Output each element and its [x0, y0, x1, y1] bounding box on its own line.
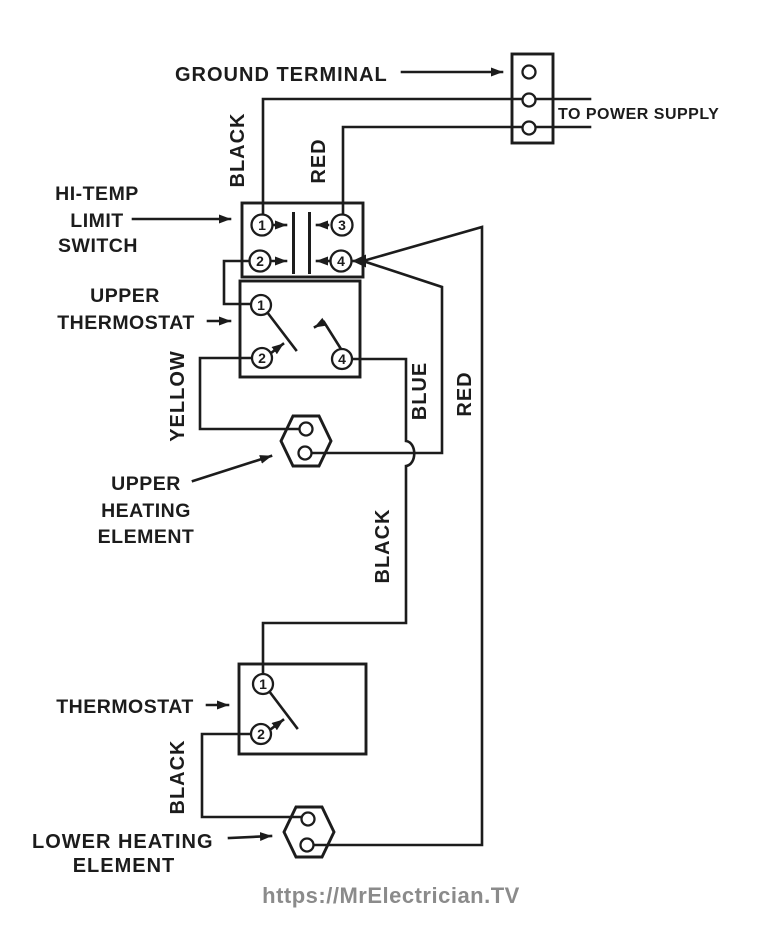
- lower-thermostat-contact-arrow-2: [269, 718, 285, 731]
- wire-label-black-lower: BLACK: [167, 740, 189, 815]
- hi-temp-limit-switch: 1 3 2 4: [240, 201, 365, 279]
- wire-label-black-supply: BLACK: [227, 113, 249, 188]
- upper-thermostat-terminal-1: [249, 293, 273, 317]
- wire-label-red-right: RED: [454, 371, 476, 416]
- lower-heating-label-line2: ELEMENT: [73, 855, 176, 877]
- upper-thermostat-terminal-1-number: 1: [257, 297, 265, 313]
- wire-label-blue: BLUE: [409, 362, 431, 420]
- upper-thermostat-terminal-2: [250, 346, 274, 370]
- wire-label-yellow: YELLOW: [167, 350, 189, 442]
- lower-heating-label-arrow: [227, 832, 273, 842]
- lower-heating-element: [282, 805, 336, 859]
- wire-label-red-supply: RED: [308, 138, 330, 183]
- upper-heating-label-line2: HEATING: [101, 500, 191, 522]
- upper-thermostat-switch-arm: [265, 310, 298, 352]
- limit-switch-terminal-4: [329, 249, 353, 273]
- wire-black-middle: [261, 357, 416, 677]
- upper-thermostat-terminal-2-number: 2: [258, 350, 266, 366]
- limit-switch-terminal-2: [248, 249, 272, 273]
- to-power-supply-label: TO POWER SUPPLY: [558, 106, 719, 123]
- limit-switch-terminal-1-number: 1: [258, 217, 266, 233]
- wires: [198, 97, 592, 847]
- ground-terminal-label: GROUND TERMINAL: [175, 64, 388, 86]
- upper-heating-element: [279, 414, 333, 468]
- ground-terminal-screw: [521, 64, 537, 80]
- lower-thermostat-outline: [237, 662, 368, 756]
- wire-black-lower: [200, 732, 304, 819]
- wire-red-supply: [341, 125, 592, 219]
- upper-heating-element-body: [279, 414, 333, 468]
- upper-heating-element-terminal-bottom: [297, 445, 313, 461]
- lower-thermostat-terminal-2-number: 2: [257, 726, 265, 742]
- watermark: https://MrElectrician.TV: [262, 883, 520, 908]
- lower-heating-element-terminal-bottom: [299, 837, 315, 853]
- wire-label-black-middle: BLACK: [372, 509, 394, 584]
- wire-jumper-limit2-thermostat1: [222, 259, 254, 306]
- power-terminal-black: [521, 92, 537, 108]
- lower-thermostat-terminal-2: [249, 722, 273, 746]
- hi-temp-label-line3: SWITCH: [58, 235, 138, 257]
- upper-thermostat-terminal-4: [330, 347, 354, 371]
- upper-heating-label-arrow: [191, 454, 273, 483]
- upper-heating-label-line3: ELEMENT: [98, 526, 195, 548]
- power-terminal-block: [510, 52, 555, 145]
- upper-heating-label-line1: UPPER: [111, 473, 181, 495]
- label-arrows: [131, 67, 504, 842]
- lower-heating-element-body: [282, 805, 336, 859]
- upper-thermostat-label-line1: UPPER: [90, 285, 160, 307]
- upper-thermostat-terminal-4-number: 4: [338, 351, 346, 367]
- hi-temp-label-line2: LIMIT: [70, 210, 123, 232]
- lower-heating-label-line1: LOWER HEATING: [32, 831, 214, 853]
- upper-thermostat-contact-arrow-4: [313, 317, 343, 351]
- power-terminal-red: [521, 120, 537, 136]
- limit-switch-terminal-2-number: 2: [256, 253, 264, 269]
- power-block-outline: [510, 52, 555, 145]
- upper-thermostat-outline: [238, 279, 362, 379]
- wire-black-supply: [261, 97, 592, 218]
- wire-red-right: [312, 225, 484, 847]
- lower-thermostat: 1 2: [237, 662, 368, 756]
- lower-thermostat-label: THERMOSTAT: [56, 696, 194, 718]
- upper-thermostat: 1 2 4: [238, 279, 362, 379]
- limit-switch-terminal-4-number: 4: [337, 253, 345, 269]
- lower-thermostat-terminal-1: [251, 672, 275, 696]
- lower-heating-element-terminal-top: [300, 811, 316, 827]
- upper-thermostat-contact-arrow-2: [269, 342, 285, 355]
- upper-heating-element-terminal-top: [298, 421, 314, 437]
- lower-thermostat-switch-arm: [267, 689, 299, 730]
- lower-thermostat-terminal-1-number: 1: [259, 676, 267, 692]
- limit-switch-terminal-3: [330, 213, 354, 237]
- limit-switch-terminal-1: [250, 213, 274, 237]
- limit-switch-outline: [240, 201, 365, 279]
- hi-temp-label-line1: HI-TEMP: [55, 183, 139, 205]
- upper-thermostat-label-line2: THERMOSTAT: [57, 312, 195, 334]
- wire-yellow: [198, 356, 302, 431]
- limit-switch-terminal-3-number: 3: [338, 217, 346, 233]
- text-labels: GROUND TERMINAL TO POWER SUPPLY HI-TEMP …: [32, 64, 719, 908]
- wire-blue: [310, 259, 444, 455]
